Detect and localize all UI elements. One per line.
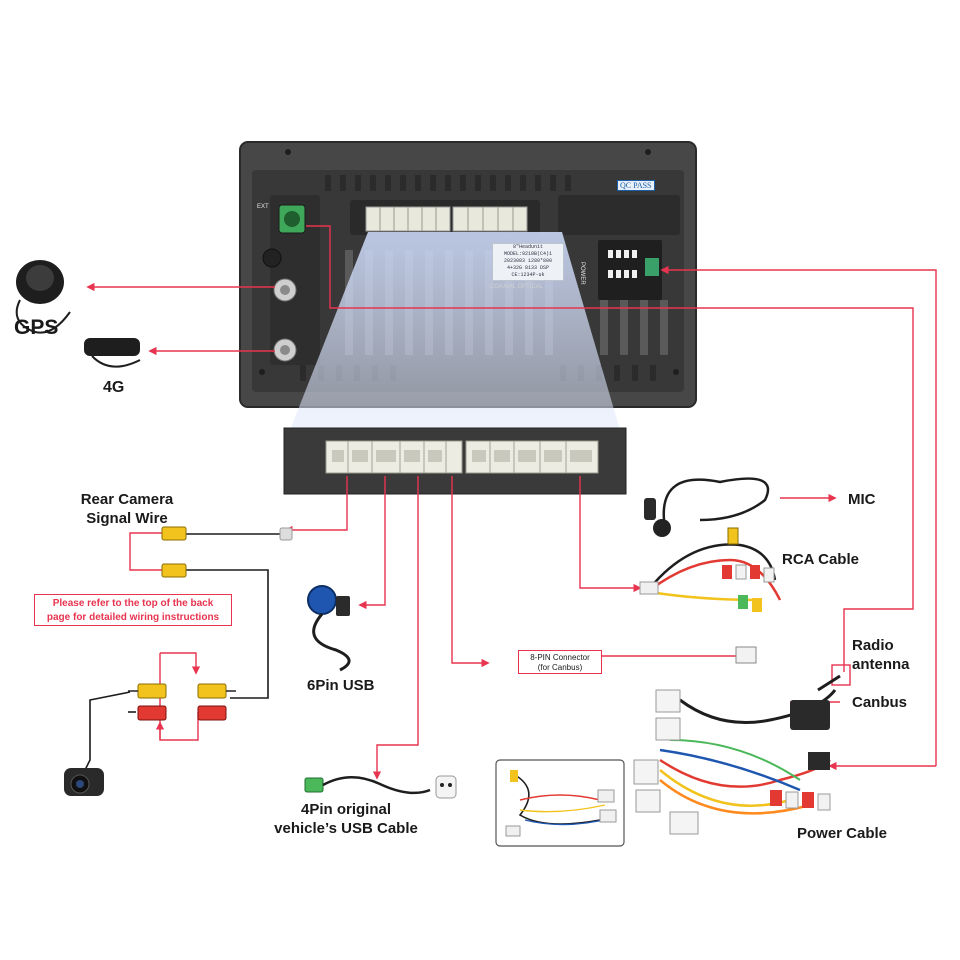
gps-label: GPS [14, 316, 59, 339]
camera-cable [84, 533, 280, 771]
power-cable-label: Power Cable [797, 825, 888, 842]
wire-rear-camera [284, 476, 348, 535]
four-pin-usb-icon [304, 775, 457, 799]
zoomed-connector [283, 427, 627, 495]
power-cable-icon [633, 664, 851, 835]
qc-pass-label: QC PASS [617, 180, 655, 191]
sticker-line-3: 2023083 1280*800 [503, 258, 552, 264]
six-pin-usb-icon [307, 585, 351, 672]
radio-antenna-label: Radio antenna [852, 637, 910, 673]
optical-label: COAXIAL OPTICAL [490, 284, 544, 290]
antenna-port-module [270, 195, 320, 365]
canbus-socket [645, 258, 659, 276]
sticker-line-4: 4+32G 8133 DSP CE:1234P-uk [506, 265, 549, 278]
eight-pin-note: 8-PIN Connector (for Canbus) [518, 650, 602, 674]
wire-power-top [660, 265, 937, 766]
4g-antenna-icon [84, 338, 141, 368]
wire-8pin [451, 476, 490, 668]
4g-label: 4G [103, 379, 125, 396]
rear-camera-icon [64, 768, 104, 796]
wire-rca [579, 476, 642, 593]
wire-rca-loop-top [160, 652, 201, 675]
unit-connector-right [452, 206, 528, 232]
canbus-box [790, 700, 830, 730]
power-label: POWER [579, 262, 585, 285]
sticker-line-1: 8"Headunit [512, 244, 543, 250]
rear-camera-label: Rear Camera Signal Wire [80, 491, 174, 527]
wire-camera-loop [129, 532, 162, 571]
harness-inset [495, 759, 625, 847]
unit-sticker: 8"Headunit MODEL:9210B(C4)1 2023083 1280… [492, 243, 564, 281]
ext-label: EXT [257, 204, 269, 210]
top-vents [325, 175, 571, 191]
canbus-label: Canbus [852, 694, 908, 711]
camera-rca-quad [128, 683, 236, 721]
eight-pin-plug [735, 646, 757, 664]
6pin-usb-label: 6Pin USB [307, 677, 375, 694]
sticker-line-2: MODEL:9210B(C4)1 [503, 251, 552, 257]
radio-antenna-box [831, 664, 851, 686]
zoom-beam [290, 232, 620, 430]
gps-antenna-icon [15, 260, 71, 334]
power-connector [598, 240, 662, 300]
4pin-usb-label: 4Pin original vehicle’s USB Cable [274, 801, 418, 837]
wire-6pin-usb [358, 476, 386, 610]
wire-radio-antenna [306, 225, 914, 672]
back-page-note: Please refer to the top of the back page… [34, 594, 232, 626]
rca-cable-icon [639, 527, 782, 612]
camera-rca-plugs [161, 526, 293, 578]
mic-icon [644, 477, 770, 537]
wire-4pin-usb [372, 476, 419, 780]
rca-cable-label: RCA Cable [782, 551, 859, 568]
mic-label: MIC [848, 491, 876, 508]
